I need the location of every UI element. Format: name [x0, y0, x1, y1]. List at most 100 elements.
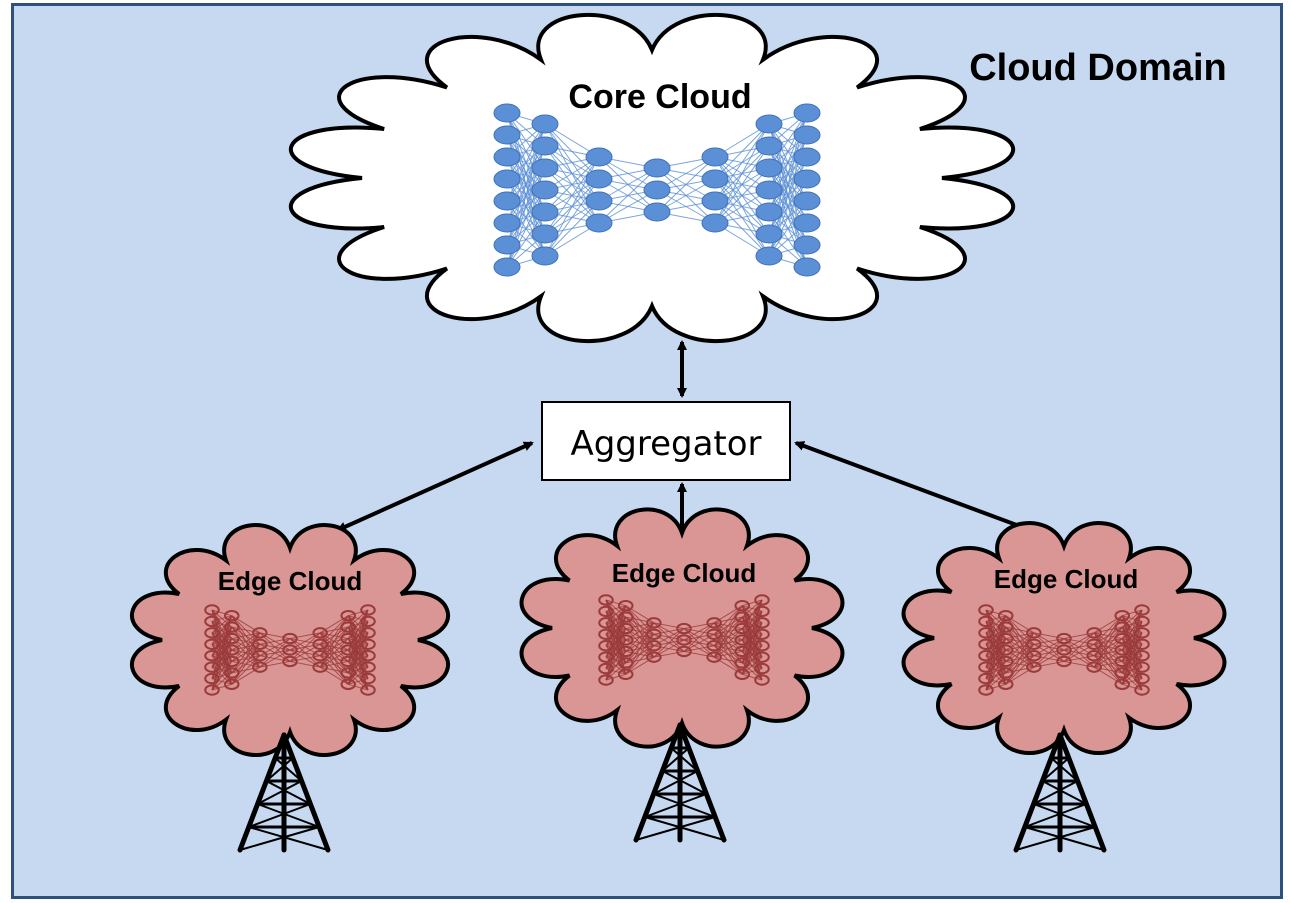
network-node [204, 638, 220, 650]
network-node [1134, 604, 1150, 616]
network-edge [319, 626, 349, 668]
network-edge [605, 673, 626, 681]
network-edge [605, 616, 627, 681]
network-node [618, 600, 634, 612]
network-edge [1005, 632, 1034, 640]
tower-strut [1041, 780, 1088, 805]
network-edge [683, 622, 715, 652]
network-edge [741, 622, 763, 675]
tower-strut [670, 747, 699, 772]
network-edge [625, 622, 654, 630]
network-node [618, 622, 634, 635]
network-node [755, 246, 783, 266]
network-edge [347, 609, 369, 662]
network-edge [605, 605, 627, 624]
network-node [998, 678, 1014, 691]
network-edge [347, 621, 369, 685]
network-node [793, 147, 821, 167]
network-node [1114, 610, 1130, 622]
network-node [998, 632, 1014, 645]
network-edge [713, 605, 743, 647]
network-node [493, 235, 521, 255]
edge-cloud-shape [901, 521, 1227, 755]
network-node [252, 650, 268, 662]
network-edge [1005, 643, 1035, 685]
network-node [340, 621, 356, 633]
network-node [252, 638, 268, 650]
network-edge [506, 189, 546, 268]
network-node [701, 191, 729, 211]
edge-neural-network [978, 604, 1150, 696]
network-node [224, 655, 240, 668]
tower-strut [661, 770, 708, 795]
tower-strut [247, 826, 329, 851]
network-edge [1005, 632, 1035, 674]
network-edge [211, 615, 233, 668]
network-node [998, 655, 1014, 668]
network-edge [347, 609, 369, 628]
network-node [755, 180, 783, 200]
network-node [224, 667, 240, 679]
network-node [598, 662, 614, 675]
network-edge [544, 200, 600, 257]
network-node [1114, 655, 1130, 668]
network-node [676, 634, 692, 646]
network-node [1086, 638, 1102, 650]
network-node [618, 668, 634, 681]
network-node [755, 224, 783, 244]
tower-strut [1023, 803, 1088, 828]
network-node [598, 628, 614, 640]
network-edge [259, 638, 291, 668]
tower-strut [256, 803, 321, 828]
network-edge [1033, 660, 1065, 668]
network-node [204, 615, 220, 628]
network-edge [1033, 632, 1065, 640]
network-edge [742, 673, 763, 681]
network-edge [506, 123, 546, 180]
network-edge [1093, 615, 1123, 645]
network-node [224, 644, 240, 656]
network-edge [1063, 655, 1095, 662]
network-node [1086, 661, 1102, 673]
network-node [706, 640, 722, 652]
network-node [755, 114, 783, 134]
network-edge [289, 632, 321, 662]
network-edge [1122, 678, 1143, 685]
network-edge [1121, 609, 1143, 662]
network-edge [713, 616, 743, 658]
network-node [1134, 615, 1150, 628]
tower-strut [643, 816, 725, 841]
network-node [734, 611, 750, 623]
network-node [1114, 678, 1130, 691]
tower-strut [1050, 757, 1079, 782]
tower-strut [1013, 732, 1063, 853]
network-node [701, 147, 729, 167]
network-node [1086, 627, 1102, 639]
network-edge [1005, 626, 1034, 634]
network-node [793, 257, 821, 277]
tower-strut [1032, 803, 1097, 828]
network-node [1114, 621, 1130, 633]
network-edge [1063, 660, 1095, 668]
network-edge [231, 632, 261, 662]
network-edge [742, 599, 763, 607]
network-edge [653, 650, 685, 658]
network-edge [348, 609, 369, 617]
network-node [1134, 650, 1150, 662]
network-edge [683, 622, 715, 630]
network-node [701, 213, 729, 233]
network-edge [211, 609, 232, 617]
network-node [493, 169, 521, 189]
network-edge [605, 605, 626, 612]
network-edge [1033, 638, 1065, 645]
arrow-aggregator-edge-1 [336, 441, 534, 532]
network-edge [985, 672, 1007, 691]
network-node [734, 645, 750, 658]
tower-strut [274, 757, 303, 782]
network-node [1026, 661, 1042, 673]
network-edge [985, 638, 1007, 691]
network-edge [231, 632, 261, 674]
antenna-tower-icon [633, 722, 727, 843]
tower-strut [635, 816, 717, 841]
tower-strut [1041, 757, 1070, 782]
